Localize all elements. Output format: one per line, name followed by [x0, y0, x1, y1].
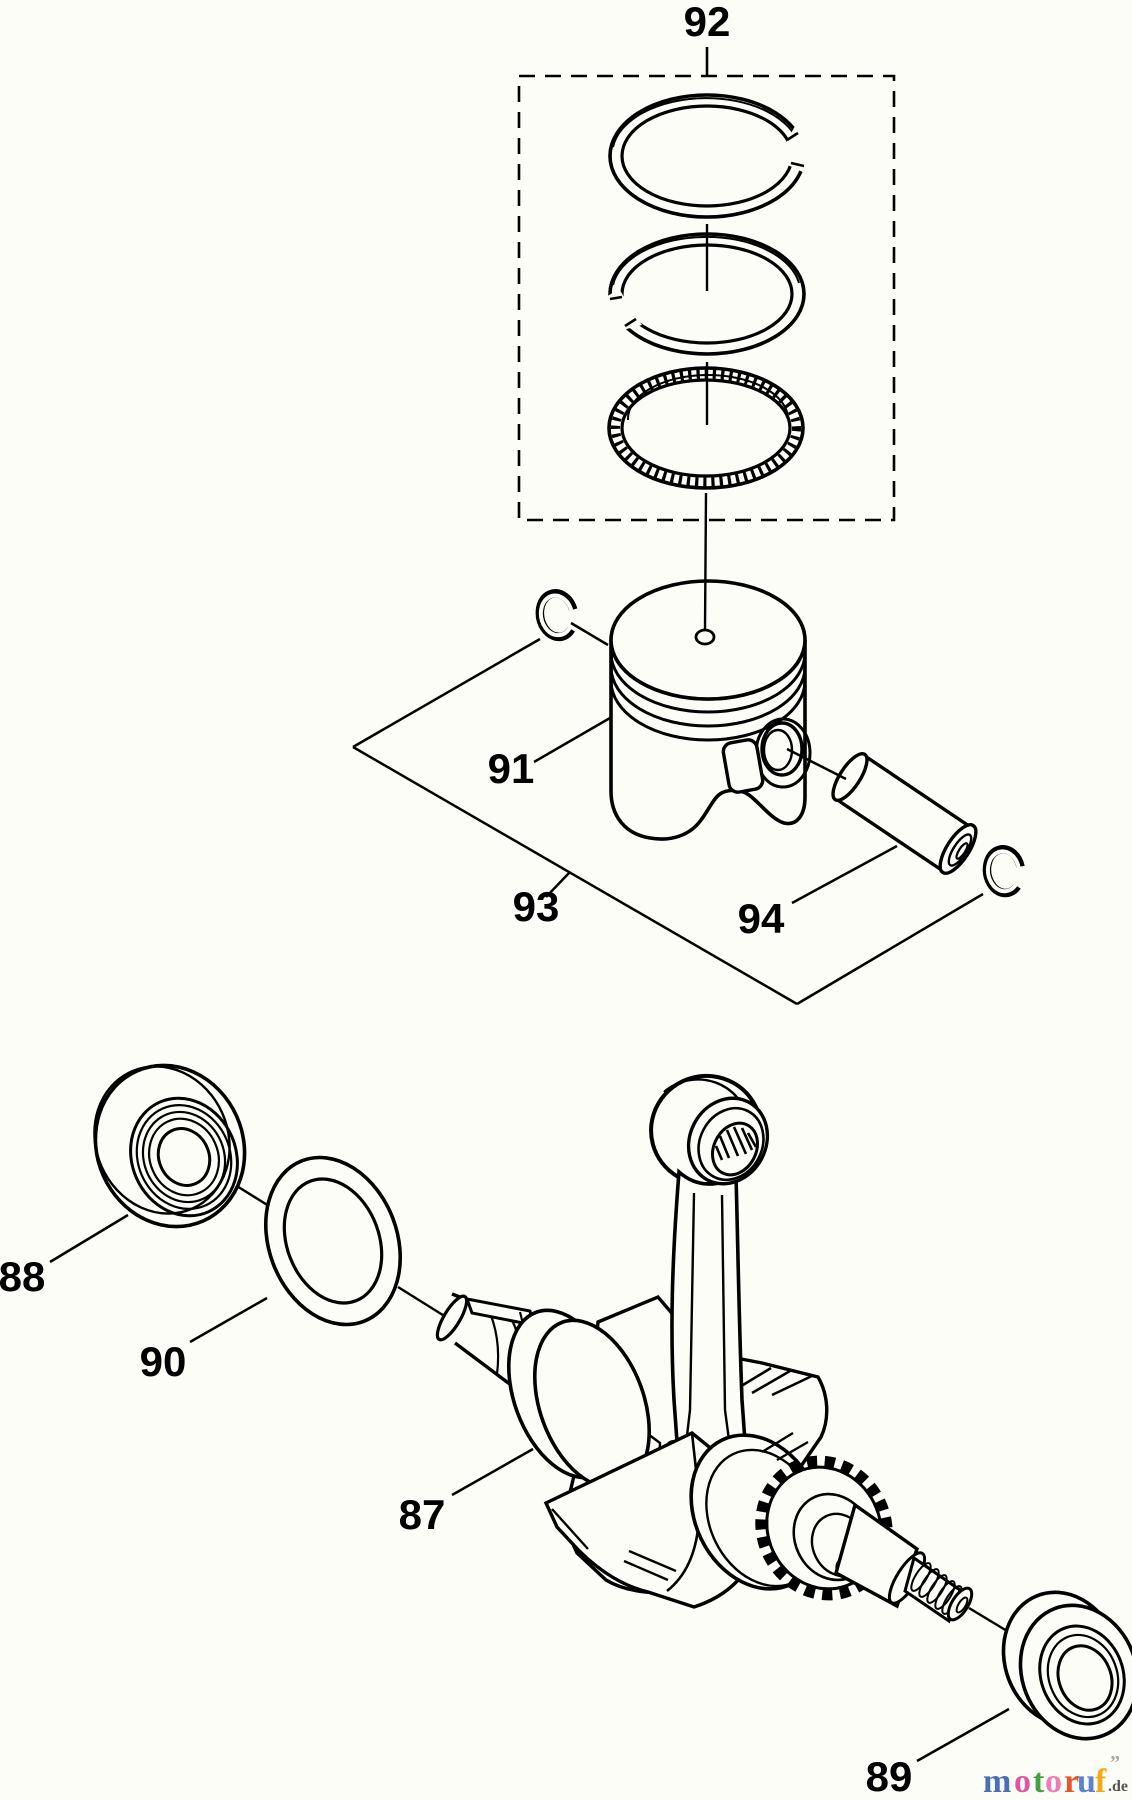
- part-label-87: 87: [399, 1491, 446, 1538]
- ring-groove: [609, 666, 807, 728]
- ring-groove: [609, 652, 807, 714]
- leader-87: [451, 1447, 534, 1497]
- leader-94: [791, 844, 898, 905]
- output-shaft: [833, 1502, 974, 1624]
- ring-groove: [609, 680, 807, 742]
- gear-teeth: [755, 1455, 893, 1601]
- alignment-centerline: [694, 224, 716, 646]
- foot-chamfer-lines: [551, 1508, 677, 1582]
- left-counterweight: [506, 1308, 652, 1490]
- piston-ring-second: [598, 232, 806, 356]
- watermark-logo: m o t o r u f ” .de: [983, 1752, 1128, 1800]
- leader-90: [189, 1296, 268, 1344]
- assembly-plane-lines: [352, 621, 984, 1006]
- piston-pin-circlip-left: [536, 590, 578, 640]
- part-label-92: 92: [684, 0, 731, 45]
- watermark-letter: r: [1064, 1763, 1079, 1800]
- watermark-letter: t: [1033, 1763, 1045, 1800]
- thrust-washer: [263, 1155, 403, 1327]
- leader-88: [49, 1213, 129, 1264]
- watermark-letter: f: [1095, 1763, 1107, 1800]
- watermark-letter: u: [1077, 1763, 1096, 1800]
- oil-seal: [1001, 1590, 1132, 1741]
- part-label-89: 89: [866, 1753, 913, 1800]
- crankshaft: [435, 1073, 974, 1624]
- watermark-domain-suffix: .de: [1108, 1778, 1128, 1795]
- part-label-91: 91: [488, 745, 535, 792]
- piston-ring-top: [608, 93, 821, 219]
- leader-91: [533, 716, 611, 764]
- watermark-quote-mark: ”: [1110, 1752, 1120, 1774]
- piston-window: [721, 738, 765, 794]
- leader-89: [916, 1707, 1010, 1763]
- ring-gap: [598, 289, 642, 332]
- connecting-rod: [649, 1073, 770, 1485]
- part-label-94: 94: [738, 895, 785, 942]
- part-label-88: 88: [0, 1253, 45, 1300]
- ring-gap: [777, 126, 821, 175]
- piston-pin: [831, 752, 978, 875]
- ball-bearing: [93, 1063, 247, 1229]
- hub-shading: [761, 1431, 809, 1462]
- leader-93: [545, 871, 571, 898]
- part-label-90: 90: [140, 1338, 187, 1385]
- watermark-letter: o: [1014, 1763, 1031, 1800]
- leader-pin-hole: [786, 747, 847, 781]
- crown-dimple: [694, 628, 716, 646]
- threaded-tip: [903, 1555, 962, 1624]
- seal-bore: [1056, 1644, 1114, 1712]
- watermark-letter: o: [1045, 1763, 1062, 1800]
- ring-set-dashed-box: [517, 74, 896, 522]
- part-label-93: 93: [513, 883, 560, 930]
- piston: [609, 579, 812, 841]
- piston-pin-circlip-right: [984, 847, 1024, 895]
- needle-bearing-hatch: [714, 1126, 758, 1161]
- pin-hole: [760, 721, 804, 777]
- watermark-letter: m: [983, 1763, 1011, 1800]
- bearing-bore: [156, 1127, 212, 1187]
